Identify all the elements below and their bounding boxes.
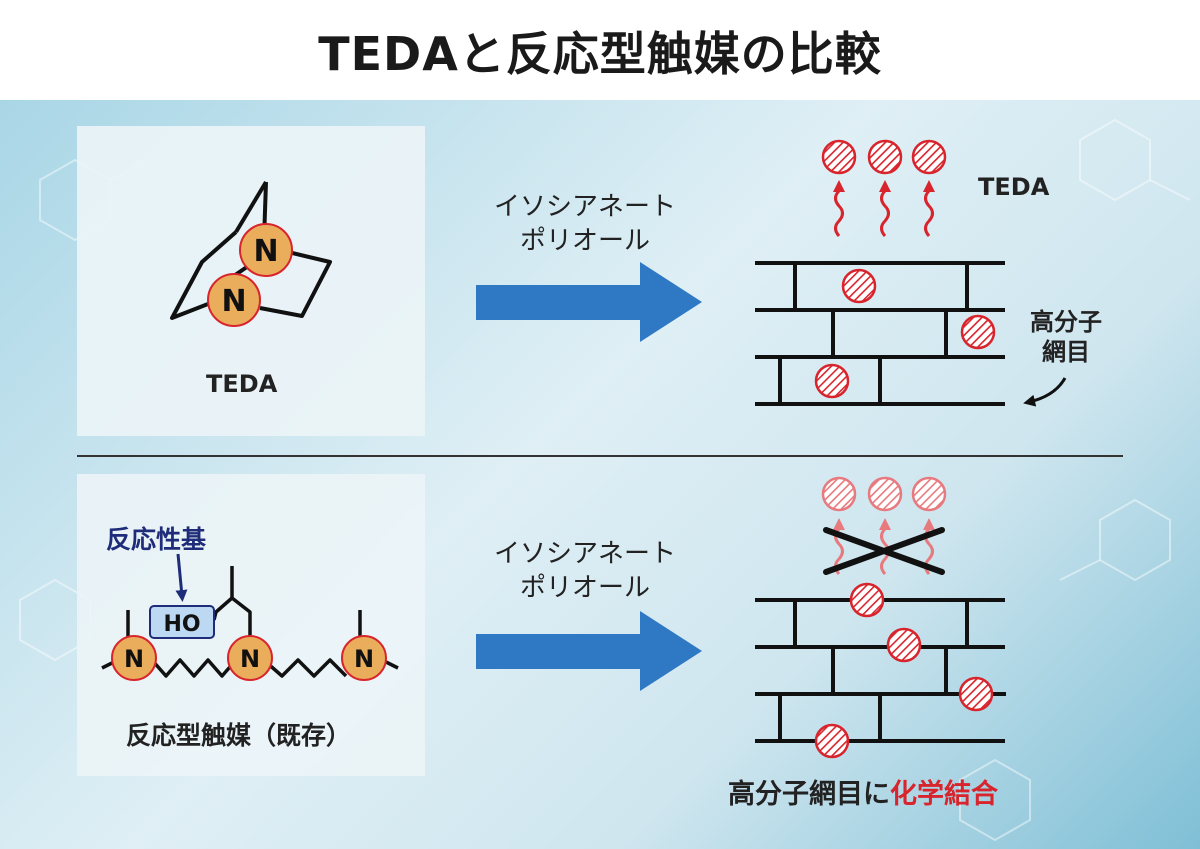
reactants-label-bottom: イソシアネート ポリオール (470, 537, 700, 605)
network-label-line2: 網目 (1042, 338, 1090, 366)
reactants-label-top: イソシアネート ポリオール (470, 190, 700, 258)
process-arrow-bottom (476, 611, 702, 691)
trapped-teda-particles (814, 268, 996, 399)
process-arrow-top (476, 262, 702, 342)
teda-nitrogen-upper: N (239, 223, 293, 277)
catalyst-nitrogen-middle: N (227, 635, 273, 681)
hydroxyl-box (149, 605, 215, 639)
reactants-line1-bottom: イソシアネート (493, 539, 676, 569)
page-title: TEDAと反応型触媒の比較 (318, 27, 882, 81)
release-arrows-top (833, 180, 935, 237)
polymer-network-bottom (755, 598, 1006, 743)
reactive-group-pointer (175, 553, 188, 602)
network-bond-caption: 高分子網目に化学結合 (728, 772, 998, 811)
released-teda-particles (821, 139, 947, 175)
non-released-particles (821, 476, 947, 512)
bound-catalyst-particles (814, 582, 994, 759)
reactants-line2-bottom: ポリオール (519, 573, 650, 603)
catalyst-nitrogen-right: N (341, 635, 387, 681)
catalyst-nitrogen-left-label: N (124, 645, 144, 673)
catalyst-nitrogen-right-label: N (354, 645, 374, 673)
network-label: 高分子 網目 (1030, 307, 1102, 367)
reactants-line2-top: ポリオール (519, 226, 650, 256)
reactive-group-label: 反応性基 (106, 525, 207, 554)
network-label-line1: 高分子 (1030, 308, 1102, 336)
released-teda-label: TEDA (978, 173, 1050, 201)
reactants-line1-top: イソシアネート (493, 192, 676, 222)
catalyst-nitrogen-left: N (111, 635, 157, 681)
teda-molecule-label: TEDA (206, 370, 278, 398)
catalyst-nitrogen-middle-label: N (240, 645, 260, 673)
caption-highlight: 化学結合 (890, 779, 998, 810)
blocked-cross-mark (823, 527, 945, 575)
polymer-network-top (755, 261, 1005, 406)
network-pointer-arrow (1023, 377, 1067, 407)
catalyst-label: 反応型触媒（既存） (126, 721, 352, 750)
hydroxyl-label: HO (163, 612, 200, 637)
caption-prefix: 高分子網目に (728, 779, 890, 810)
teda-nitrogen-lower: N (207, 273, 261, 327)
teda-nitrogen-upper-label: N (253, 234, 278, 269)
section-divider (77, 455, 1123, 457)
teda-nitrogen-lower-label: N (221, 284, 246, 319)
reactive-catalyst-chain (101, 566, 399, 678)
